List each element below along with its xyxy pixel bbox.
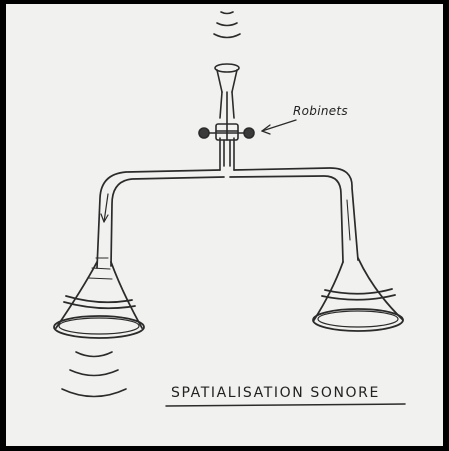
diagram-title: SPATIALISATION SONORE [171,385,380,401]
incoming-sound-waves [214,12,240,38]
title-underline [166,404,405,406]
mouthpiece [215,64,239,92]
valves-pointer-arrow [262,120,296,134]
drawing-sheet: Robinets SPATIALISATION SONORE [6,4,443,446]
left-tube [97,170,224,268]
left-horn [54,258,144,338]
right-tube [230,168,358,262]
sound-spatialisation-sketch [6,4,443,446]
right-horn [313,258,403,331]
outgoing-sound-waves [62,352,126,397]
valves-label: Robinets [293,104,348,118]
